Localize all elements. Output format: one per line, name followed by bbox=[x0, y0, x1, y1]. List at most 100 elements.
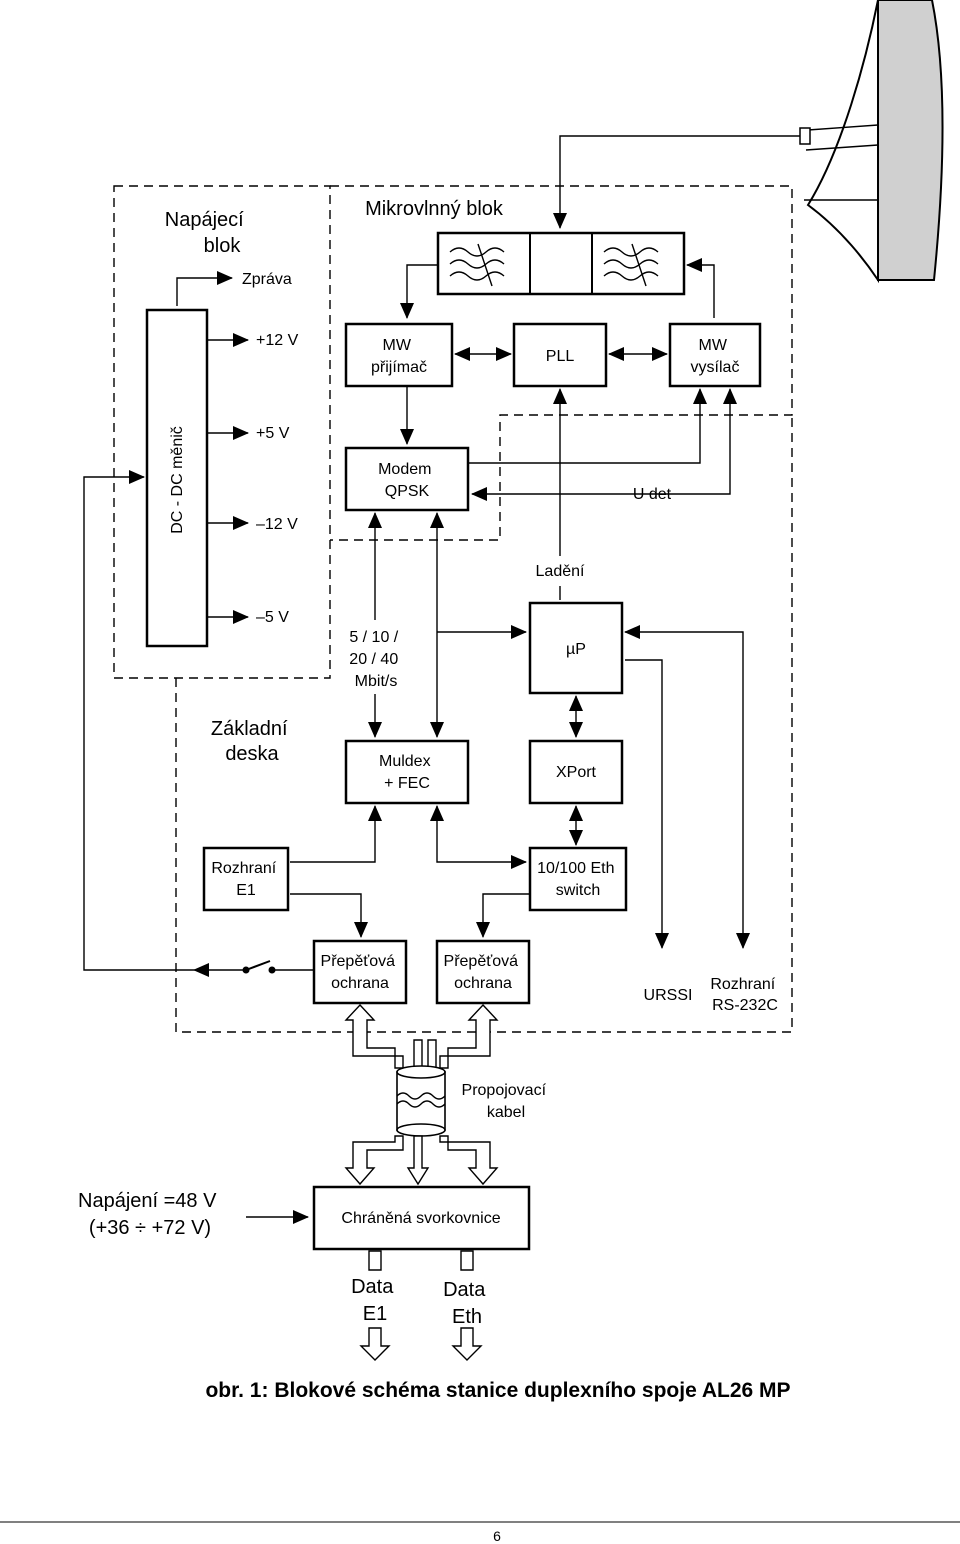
power-to-dcdc-line bbox=[83, 470, 194, 971]
muldex-fec-label: Muldex + FEC bbox=[379, 753, 435, 792]
microprocessor-label: µP bbox=[566, 641, 586, 658]
data-eth-label-line2: Eth bbox=[452, 1306, 482, 1328]
u-det-line bbox=[471, 388, 737, 501]
modem-to-tx-line bbox=[468, 388, 707, 464]
cable-label-line2: kabel bbox=[487, 1104, 525, 1121]
eth-switch-label-line1: 10/100 Eth bbox=[537, 860, 614, 877]
pll-block bbox=[512, 322, 608, 388]
rate-label-line3: Mbit/s bbox=[355, 673, 398, 690]
urssi-label: URSSI bbox=[644, 987, 693, 1004]
antenna-dish-icon bbox=[799, 0, 944, 284]
muldex-e1-link bbox=[290, 805, 382, 863]
zprava-label: Zpráva bbox=[242, 271, 292, 288]
data-eth-arrow bbox=[451, 1250, 483, 1361]
modem-qpsk-block bbox=[344, 446, 470, 512]
switch-contact-icon bbox=[242, 960, 276, 974]
power-block-label-line2: blok bbox=[204, 235, 242, 257]
data-eth-label-line1: Data bbox=[443, 1279, 486, 1301]
surge-protection-2-label-line2: ochrana bbox=[454, 975, 512, 992]
tx-to-filter-line bbox=[686, 258, 715, 318]
cable-icon bbox=[396, 1065, 446, 1137]
modem-qpsk-label: Modem QPSK bbox=[378, 461, 436, 500]
cable-label: Propojovací kabel bbox=[462, 1082, 551, 1121]
mw-receiver-label-line2: přijímač bbox=[371, 359, 427, 376]
diplexer-filter-block bbox=[436, 231, 686, 296]
e1-interface-label-line1: Rozhraní bbox=[211, 860, 276, 877]
switch-to-surge2-line bbox=[476, 893, 530, 938]
plus5-label: +5 V bbox=[256, 425, 290, 442]
muldex-fec-label-line2: + FEC bbox=[384, 775, 430, 792]
data-eth-label: Data Eth bbox=[443, 1279, 491, 1328]
microprocessor-block bbox=[528, 601, 624, 695]
data-e1-label-line1: Data bbox=[351, 1276, 394, 1298]
cable-label-line1: Propojovací bbox=[462, 1082, 547, 1099]
rate-label-line1: 5 / 10 / bbox=[349, 629, 398, 646]
main-board-label-line2: deska bbox=[225, 743, 279, 765]
filter-wave-icon bbox=[603, 243, 659, 287]
plus12-label: +12 V bbox=[256, 332, 299, 349]
up-urssi-link bbox=[625, 659, 669, 949]
muldex-fec-block bbox=[344, 739, 470, 805]
protected-terminal-label: Chráněná svorkovnice bbox=[341, 1210, 500, 1227]
rate-label-line2: 20 / 40 bbox=[349, 651, 398, 668]
up-rs232-link bbox=[624, 625, 750, 949]
microwave-block-label: Mikrovlnný blok bbox=[365, 198, 504, 220]
mw-transmitter-label-line2: vysílač bbox=[691, 359, 740, 376]
e1-interface-label-line2: E1 bbox=[236, 882, 256, 899]
main-board-label-line1: Základní bbox=[211, 718, 288, 740]
hollow-cable-arrows-upper bbox=[344, 1003, 499, 1069]
surge-protection-1-block bbox=[312, 939, 408, 1005]
zprava-line bbox=[176, 271, 233, 306]
e1-interface-label: Rozhraní E1 bbox=[211, 860, 280, 899]
surge-protection-1-label: Přepěťová ochrana bbox=[321, 953, 400, 992]
mw-receiver-label: MW přijímač bbox=[371, 337, 427, 376]
figure-caption: obr. 1: Blokové schéma stanice duplexníh… bbox=[205, 1379, 790, 1402]
main-board-label: Základní deska bbox=[211, 718, 293, 765]
power-block-outline bbox=[113, 185, 331, 679]
dcdc-converter-label: DC - DC měnič bbox=[169, 426, 186, 534]
power-block-label-line1: Napájecí bbox=[165, 209, 244, 231]
filter-to-rx-line bbox=[400, 264, 438, 319]
power-input-label: Napájení =48 V (+36 ÷ +72 V) bbox=[78, 1190, 222, 1239]
power-input-label-line2: (+36 ÷ +72 V) bbox=[89, 1217, 211, 1239]
eth-switch-label: 10/100 Eth switch bbox=[537, 860, 619, 899]
hollow-cable-arrows-lower bbox=[344, 1135, 499, 1186]
e1-interface-block bbox=[202, 846, 290, 912]
mw-transmitter-label: MW vysílač bbox=[691, 337, 740, 376]
surge-protection-2-label: Přepěťová ochrana bbox=[444, 953, 523, 992]
xport-block bbox=[528, 739, 624, 805]
rs232-label: Rozhraní RS-232C bbox=[710, 976, 779, 1014]
pll-label: PLL bbox=[546, 348, 575, 365]
xport-label: XPort bbox=[556, 764, 597, 781]
dcdc-converter-block bbox=[145, 308, 209, 648]
mw-receiver-label-line1: MW bbox=[383, 337, 412, 354]
minus12-label: –12 V bbox=[256, 516, 298, 533]
modem-qpsk-label-line1: Modem bbox=[378, 461, 431, 478]
protected-terminal-block bbox=[312, 1185, 531, 1251]
mw-receiver-block bbox=[344, 322, 454, 388]
rs232-label-line2: RS-232C bbox=[712, 997, 778, 1014]
filter-wave-icon bbox=[449, 243, 505, 287]
mw-transmitter-block bbox=[668, 322, 762, 388]
modem-qpsk-label-line2: QPSK bbox=[385, 483, 430, 500]
data-e1-arrow bbox=[359, 1250, 391, 1361]
minus5-label: –5 V bbox=[256, 609, 289, 626]
e1-to-surge1-line bbox=[290, 893, 368, 938]
muldex-switch-link bbox=[430, 805, 527, 869]
eth-switch-label-line2: switch bbox=[556, 882, 600, 899]
power-input-label-line1: Napájení =48 V bbox=[78, 1190, 217, 1212]
antenna-feed-line bbox=[553, 135, 800, 229]
page-number: 6 bbox=[493, 1528, 501, 1544]
muldex-fec-label-line1: Muldex bbox=[379, 753, 431, 770]
rs232-label-line1: Rozhraní bbox=[710, 976, 775, 993]
surge-protection-2-block bbox=[435, 939, 531, 1005]
rate-label: 5 / 10 / 20 / 40 Mbit/s bbox=[349, 629, 402, 690]
power-block-label: Napájecí blok bbox=[165, 209, 250, 257]
data-e1-label-line2: E1 bbox=[363, 1303, 387, 1325]
data-e1-label: Data E1 bbox=[351, 1276, 399, 1325]
mw-transmitter-label-line1: MW bbox=[699, 337, 728, 354]
tuning-label: Ladění bbox=[536, 563, 585, 580]
u-det-label: U det bbox=[633, 486, 672, 503]
surge-protection-2-label-line1: Přepěťová bbox=[444, 953, 519, 970]
